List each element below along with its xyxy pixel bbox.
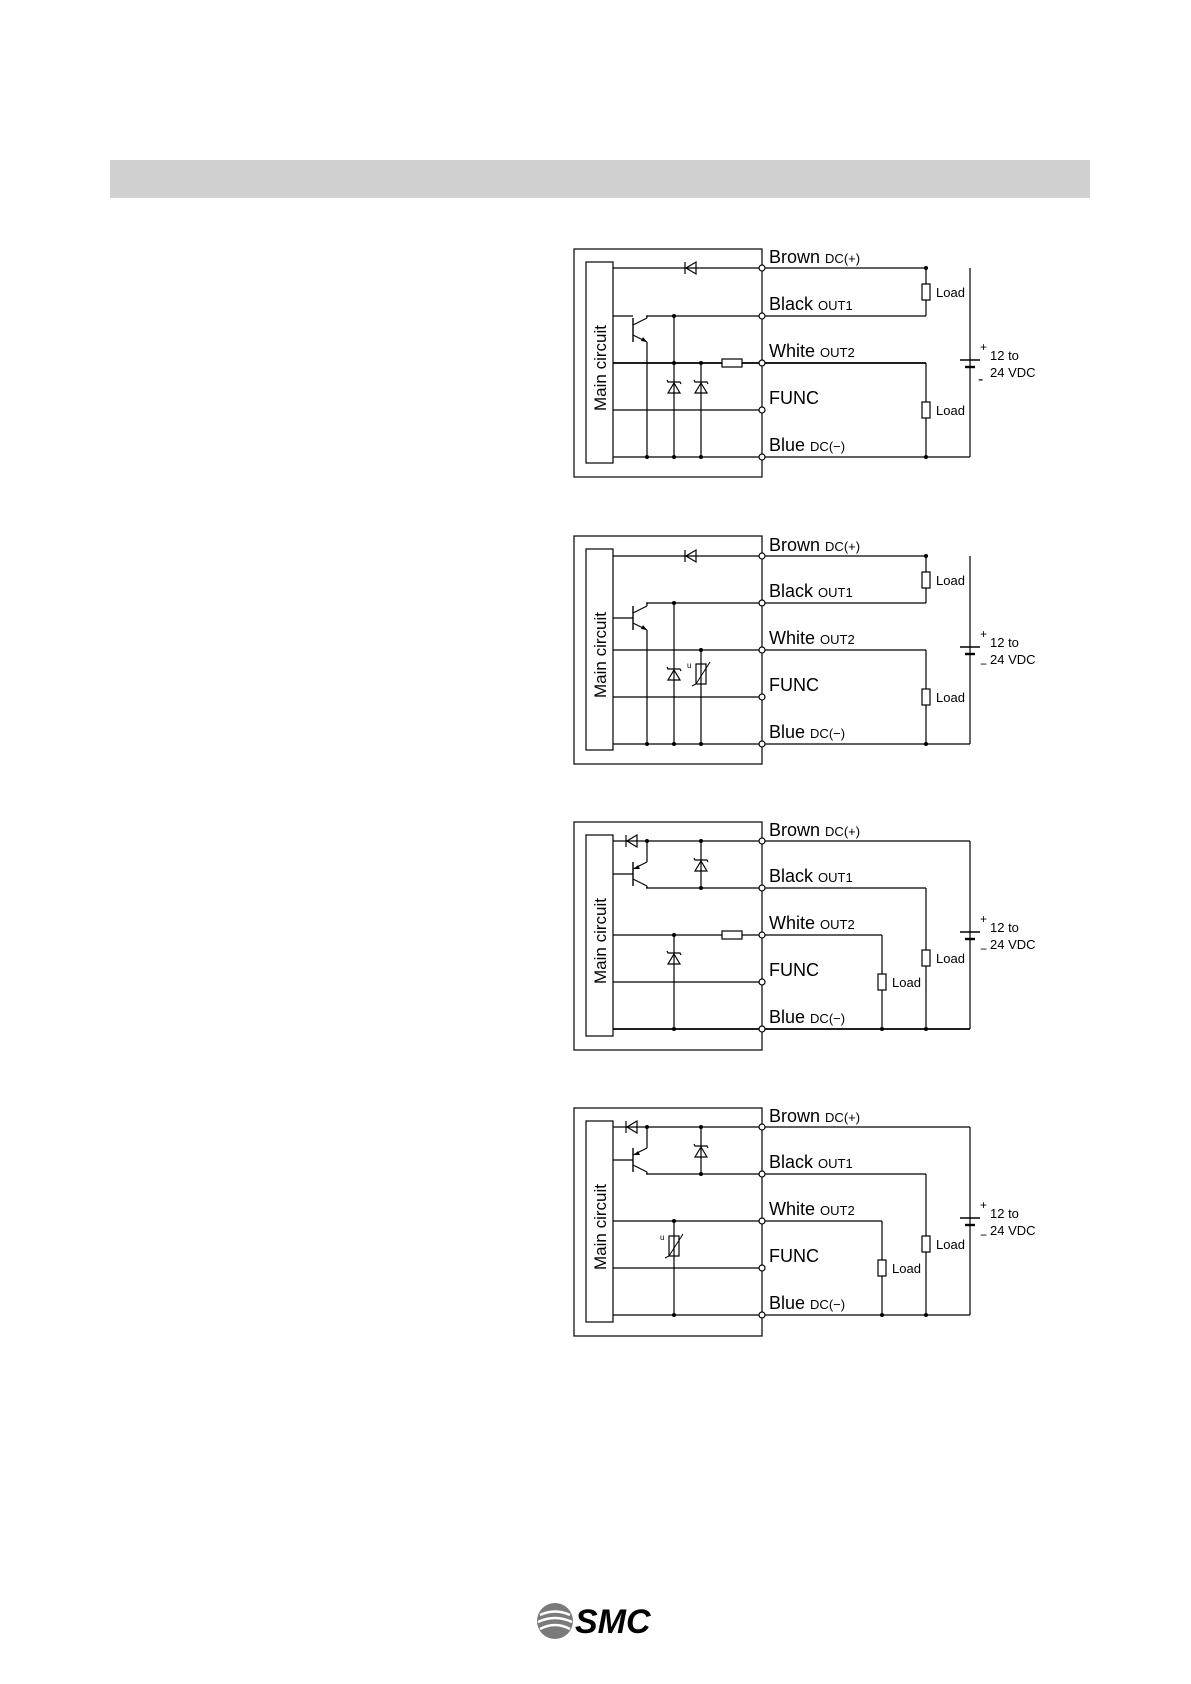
wire-black-label: Black xyxy=(769,581,814,601)
svg-text:Brown DC(+): Brown DC(+) xyxy=(769,535,860,555)
wire-white-sub: OUT2 xyxy=(820,632,855,647)
wire-blue-sub: DC(−) xyxy=(810,726,845,741)
wire-black-sub: OUT1 xyxy=(818,298,853,313)
load-label: Load xyxy=(892,1261,921,1276)
svg-text:Brown DC(+): Brown DC(+) xyxy=(769,247,860,267)
diagram-2: Main circuit Brown DC(+) Black O xyxy=(573,535,1036,765)
wire-brown-label: Brown xyxy=(769,820,820,840)
wire-func-label: FUNC xyxy=(769,388,819,408)
load-label: Load xyxy=(936,690,965,705)
wire-black-sub: OUT1 xyxy=(818,1156,853,1171)
wire-brown-sub: DC(+) xyxy=(825,824,860,839)
diagram-4: Main circuit Brown DC(+) Black O xyxy=(573,1106,1036,1337)
supply-minus: − xyxy=(980,657,987,671)
load-label: Load xyxy=(936,403,965,418)
wire-brown-sub: DC(+) xyxy=(825,539,860,554)
wire-white-label: White xyxy=(769,628,815,648)
wire-white-label: White xyxy=(769,1199,815,1219)
section-header-bar xyxy=(110,160,1090,198)
svg-text:Black OUT1: Black OUT1 xyxy=(769,866,853,886)
svg-text:Blue DC(−): Blue DC(−) xyxy=(769,435,845,455)
svg-text:Blue DC(−): Blue DC(−) xyxy=(769,722,845,742)
diagram-3: Main circuit Brown DC(+) Bl xyxy=(573,820,1036,1051)
supply-voltage-line1: 12 to xyxy=(990,1206,1019,1221)
main-circuit-label: Main circuit xyxy=(591,898,610,984)
main-circuit-label: Main circuit xyxy=(591,325,610,411)
wire-black-sub: OUT1 xyxy=(818,585,853,600)
wire-brown-sub: DC(+) xyxy=(825,1110,860,1125)
supply-plus: + xyxy=(980,627,987,641)
svg-text:White OUT2: White OUT2 xyxy=(769,913,855,933)
wire-blue-sub: DC(−) xyxy=(810,439,845,454)
svg-text:Blue DC(−): Blue DC(−) xyxy=(769,1007,845,1027)
wire-white-sub: OUT2 xyxy=(820,1203,855,1218)
smc-logo: SMC xyxy=(537,1603,651,1641)
svg-text:Black OUT1: Black OUT1 xyxy=(769,1152,853,1172)
wire-brown-label: Brown xyxy=(769,247,820,267)
supply-voltage-line2: 24 VDC xyxy=(990,365,1036,380)
supply-voltage-line1: 12 to xyxy=(990,635,1019,650)
load-label: Load xyxy=(936,951,965,966)
load-label: Load xyxy=(892,975,921,990)
wire-blue-label: Blue xyxy=(769,435,805,455)
wire-brown-label: Brown xyxy=(769,1106,820,1126)
supply-minus: − xyxy=(980,1228,987,1242)
svg-text:Blue DC(−): Blue DC(−) xyxy=(769,1293,845,1313)
wire-func-label: FUNC xyxy=(769,960,819,980)
supply-voltage-line2: 24 VDC xyxy=(990,1223,1036,1238)
svg-text:Brown DC(+): Brown DC(+) xyxy=(769,1106,860,1126)
supply-voltage-line2: 24 VDC xyxy=(990,937,1036,952)
wire-blue-label: Blue xyxy=(769,722,805,742)
wire-func-label: FUNC xyxy=(769,1246,819,1266)
wire-func-label: FUNC xyxy=(769,675,819,695)
wire-brown-label: Brown xyxy=(769,535,820,555)
svg-text:Black OUT1: Black OUT1 xyxy=(769,294,853,314)
svg-text:White OUT2: White OUT2 xyxy=(769,341,855,361)
load-label: Load xyxy=(936,1237,965,1252)
diagram-1: Main circuit xyxy=(573,247,1036,478)
load-label: Load xyxy=(936,285,965,300)
svg-text:Brown DC(+): Brown DC(+) xyxy=(769,820,860,840)
main-circuit-label: Main circuit xyxy=(591,1184,610,1270)
wire-black-label: Black xyxy=(769,866,814,886)
wire-white-sub: OUT2 xyxy=(820,345,855,360)
wire-black-sub: OUT1 xyxy=(818,870,853,885)
supply-voltage-line1: 12 to xyxy=(990,348,1019,363)
load-label: Load xyxy=(936,573,965,588)
wire-white-sub: OUT2 xyxy=(820,917,855,932)
wire-blue-label: Blue xyxy=(769,1293,805,1313)
wire-black-label: Black xyxy=(769,1152,814,1172)
supply-plus: + xyxy=(980,340,987,354)
wire-blue-sub: DC(−) xyxy=(810,1011,845,1026)
svg-text:Black OUT1: Black OUT1 xyxy=(769,581,853,601)
svg-text:White OUT2: White OUT2 xyxy=(769,1199,855,1219)
wire-brown-sub: DC(+) xyxy=(825,251,860,266)
supply-plus: + xyxy=(980,1198,987,1212)
supply-plus: + xyxy=(980,912,987,926)
supply-minus: - xyxy=(978,371,983,388)
wire-white-label: White xyxy=(769,913,815,933)
svg-text:White OUT2: White OUT2 xyxy=(769,628,855,648)
supply-minus: − xyxy=(980,942,987,956)
smc-logo-text: SMC xyxy=(575,1603,651,1641)
wire-blue-label: Blue xyxy=(769,1007,805,1027)
wire-blue-sub: DC(−) xyxy=(810,1297,845,1312)
supply-voltage-line1: 12 to xyxy=(990,920,1019,935)
wire-black-label: Black xyxy=(769,294,814,314)
supply-voltage-line2: 24 VDC xyxy=(990,652,1036,667)
main-circuit-label: Main circuit xyxy=(591,612,610,698)
wire-white-label: White xyxy=(769,341,815,361)
